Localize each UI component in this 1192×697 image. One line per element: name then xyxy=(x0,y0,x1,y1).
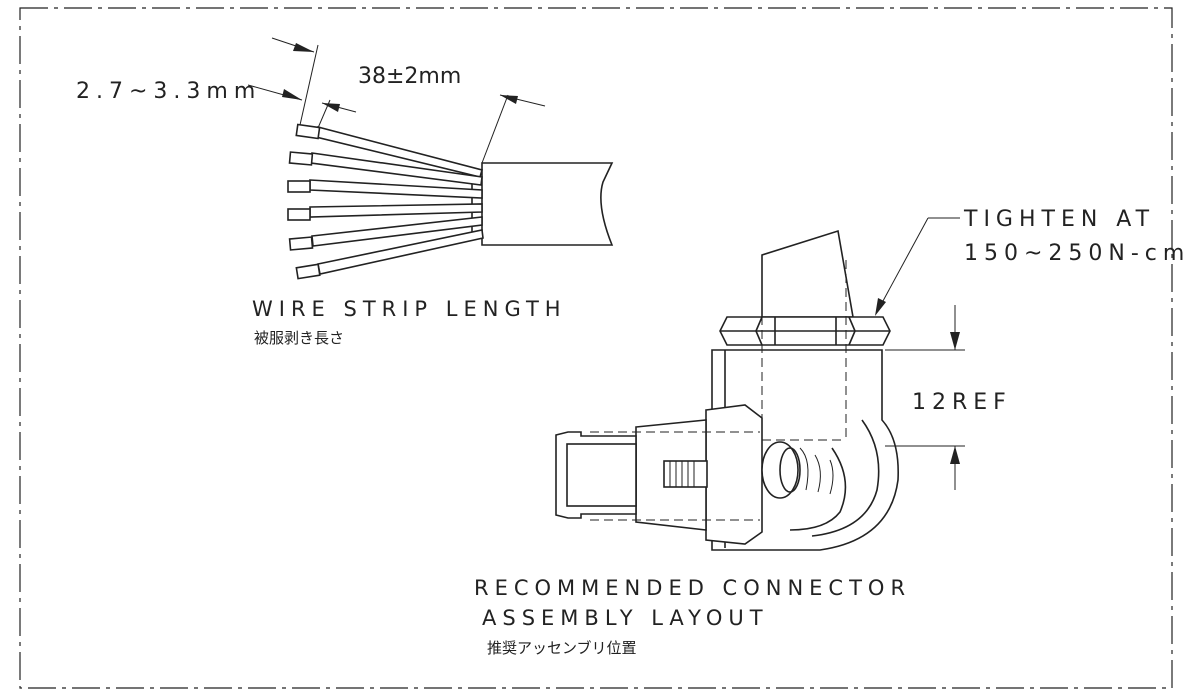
cable-jacket xyxy=(481,162,614,246)
ref-dimension xyxy=(885,305,965,490)
wire-4 xyxy=(287,203,483,221)
tighten-label-line2: 150~250N-cm xyxy=(964,241,1190,266)
tighten-label-line1: TIGHTEN AT xyxy=(963,207,1155,232)
threaded-stud xyxy=(663,460,708,488)
hex-nut xyxy=(719,316,891,346)
strip-width-dimension xyxy=(247,37,331,129)
assembly-title-line2: ASSEMBLY LAYOUT xyxy=(482,606,769,630)
wire-3 xyxy=(287,179,483,199)
strip-length-label: 38±2mm xyxy=(358,64,461,89)
spring-coil xyxy=(761,441,834,499)
wire-5 xyxy=(288,216,483,251)
ref-dimension-label: 12REF xyxy=(912,390,1012,415)
tighten-leader xyxy=(875,217,960,316)
assembly-title-jp: 推奨アッセンブリ位置 xyxy=(487,639,637,657)
connector-tab xyxy=(761,229,854,318)
connector-assembly-illustration: TIGHTEN AT 150~250N-cm 12REF RECOMMENDED… xyxy=(474,207,1190,657)
wire-2 xyxy=(288,151,483,186)
wire-strip-title: WIRE STRIP LENGTH xyxy=(252,297,567,321)
strip-length-dimension xyxy=(321,94,546,164)
connector-flange xyxy=(705,404,763,545)
strip-width-label: 2.7~3.3mm xyxy=(76,79,261,104)
wire-strip-title-jp: 被服剥き長さ xyxy=(254,329,344,347)
assembly-title-line1: RECOMMENDED CONNECTOR xyxy=(474,576,911,600)
drawing-border xyxy=(19,7,1173,689)
wire-strip-illustration: 2.7~3.3mm 38±2mm WIRE STRIP LENGTH 被服剥き長… xyxy=(76,37,614,347)
wire-6 xyxy=(295,229,484,280)
